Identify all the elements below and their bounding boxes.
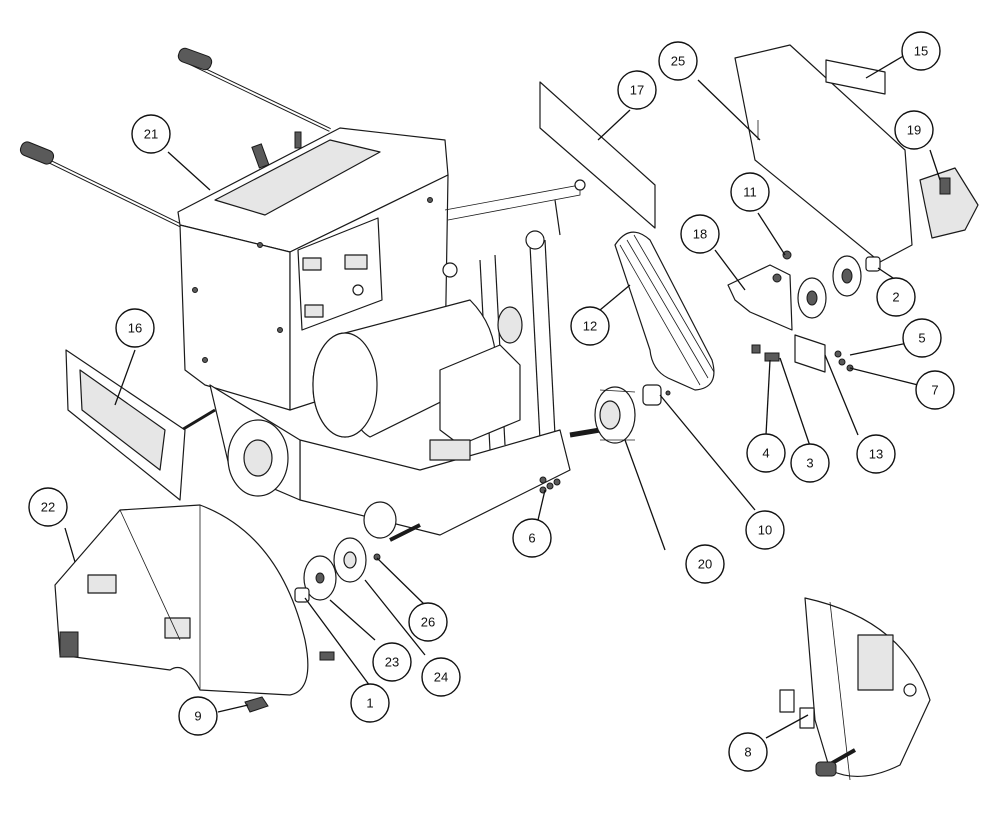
callout-3: 3 bbox=[790, 443, 830, 483]
bolt-small bbox=[782, 250, 792, 260]
callout-circle bbox=[894, 110, 934, 150]
logo-decal bbox=[319, 651, 335, 661]
guard-bracket bbox=[919, 167, 979, 239]
saw-frame bbox=[19, 47, 601, 542]
callout-circle bbox=[658, 41, 698, 81]
callout-2: 2 bbox=[876, 277, 916, 317]
callout-number: 9 bbox=[194, 709, 201, 724]
callout-23: 23 bbox=[372, 642, 412, 682]
callout-number: 10 bbox=[758, 523, 772, 538]
callout-circle bbox=[728, 732, 768, 772]
callout-19: 19 bbox=[894, 110, 934, 150]
callout-17: 17 bbox=[617, 70, 657, 110]
callout-circle bbox=[512, 518, 552, 558]
callout-number: 20 bbox=[698, 557, 712, 572]
nut-2 bbox=[865, 256, 881, 272]
callout-15: 15 bbox=[901, 31, 941, 71]
callout-number: 24 bbox=[434, 670, 448, 685]
callout-circle bbox=[856, 434, 896, 474]
callout-circle bbox=[745, 510, 785, 550]
callout-11: 11 bbox=[730, 172, 770, 212]
wing-knob bbox=[244, 696, 269, 713]
callout-7: 7 bbox=[915, 370, 955, 410]
callout-number: 21 bbox=[144, 127, 158, 142]
callout-5: 5 bbox=[902, 318, 942, 358]
callout-number: 7 bbox=[931, 383, 938, 398]
callout-circle bbox=[685, 544, 725, 584]
callout-25: 25 bbox=[658, 41, 698, 81]
callout-number: 6 bbox=[528, 531, 535, 546]
callout-number: 2 bbox=[892, 290, 899, 305]
callout-number: 19 bbox=[907, 123, 921, 138]
callout-12: 12 bbox=[570, 306, 610, 346]
callout-circle bbox=[790, 443, 830, 483]
callout-number: 15 bbox=[914, 44, 928, 59]
callout-circle bbox=[902, 318, 942, 358]
callout-13: 13 bbox=[856, 434, 896, 474]
adjuster-plate bbox=[794, 334, 826, 373]
callout-21: 21 bbox=[131, 114, 171, 154]
callout-number: 17 bbox=[630, 83, 644, 98]
motor-pulley bbox=[594, 386, 636, 444]
callout-18: 18 bbox=[680, 214, 720, 254]
decal-plate bbox=[825, 59, 886, 95]
inset-view bbox=[779, 597, 931, 781]
callout-20: 20 bbox=[685, 544, 725, 584]
callout-16: 16 bbox=[115, 308, 155, 348]
callout-circle bbox=[901, 31, 941, 71]
callout-circle bbox=[915, 370, 955, 410]
callout-8: 8 bbox=[728, 732, 768, 772]
callout-circle bbox=[746, 433, 786, 473]
belt-guard-cover bbox=[734, 44, 913, 263]
callout-22: 22 bbox=[28, 487, 68, 527]
callout-circle bbox=[408, 602, 448, 642]
callout-number: 26 bbox=[421, 615, 435, 630]
callout-circle bbox=[680, 214, 720, 254]
blade-guard bbox=[54, 504, 309, 696]
callout-circle bbox=[617, 70, 657, 110]
callout-number: 12 bbox=[583, 319, 597, 334]
callout-number: 13 bbox=[869, 447, 883, 462]
belt-guard-shield bbox=[539, 81, 656, 229]
callout-9: 9 bbox=[178, 696, 218, 736]
callout-number: 18 bbox=[693, 227, 707, 242]
callout-number: 8 bbox=[744, 745, 751, 760]
callout-number: 23 bbox=[385, 655, 399, 670]
callout-6: 6 bbox=[512, 518, 552, 558]
callout-number: 16 bbox=[128, 321, 142, 336]
callout-circle bbox=[115, 308, 155, 348]
callout-1: 1 bbox=[350, 683, 390, 723]
callout-number: 22 bbox=[41, 500, 55, 515]
callout-circle bbox=[28, 487, 68, 527]
callout-circle bbox=[876, 277, 916, 317]
handle-bars bbox=[19, 47, 331, 232]
callout-circle bbox=[421, 657, 461, 697]
callout-4: 4 bbox=[746, 433, 786, 473]
callout-number: 3 bbox=[806, 456, 813, 471]
callout-24: 24 bbox=[421, 657, 461, 697]
callout-26: 26 bbox=[408, 602, 448, 642]
tension-bracket bbox=[727, 264, 793, 331]
taper-bushing bbox=[642, 384, 662, 406]
callout-circle bbox=[730, 172, 770, 212]
callout-number: 1 bbox=[366, 696, 373, 711]
callout-number: 11 bbox=[743, 185, 757, 200]
callout-circle bbox=[570, 306, 610, 346]
callout-circle bbox=[178, 696, 218, 736]
callout-number: 4 bbox=[762, 446, 769, 461]
callout-number: 5 bbox=[918, 331, 925, 346]
callout-circle bbox=[350, 683, 390, 723]
callout-circle bbox=[131, 114, 171, 154]
callout-circle bbox=[372, 642, 412, 682]
leader-lines bbox=[64, 54, 941, 739]
callout-balloons: 1234567891011121315161718192021222324252… bbox=[28, 31, 955, 772]
callout-10: 10 bbox=[745, 510, 785, 550]
callout-number: 25 bbox=[671, 54, 685, 69]
v-belt bbox=[614, 231, 715, 391]
